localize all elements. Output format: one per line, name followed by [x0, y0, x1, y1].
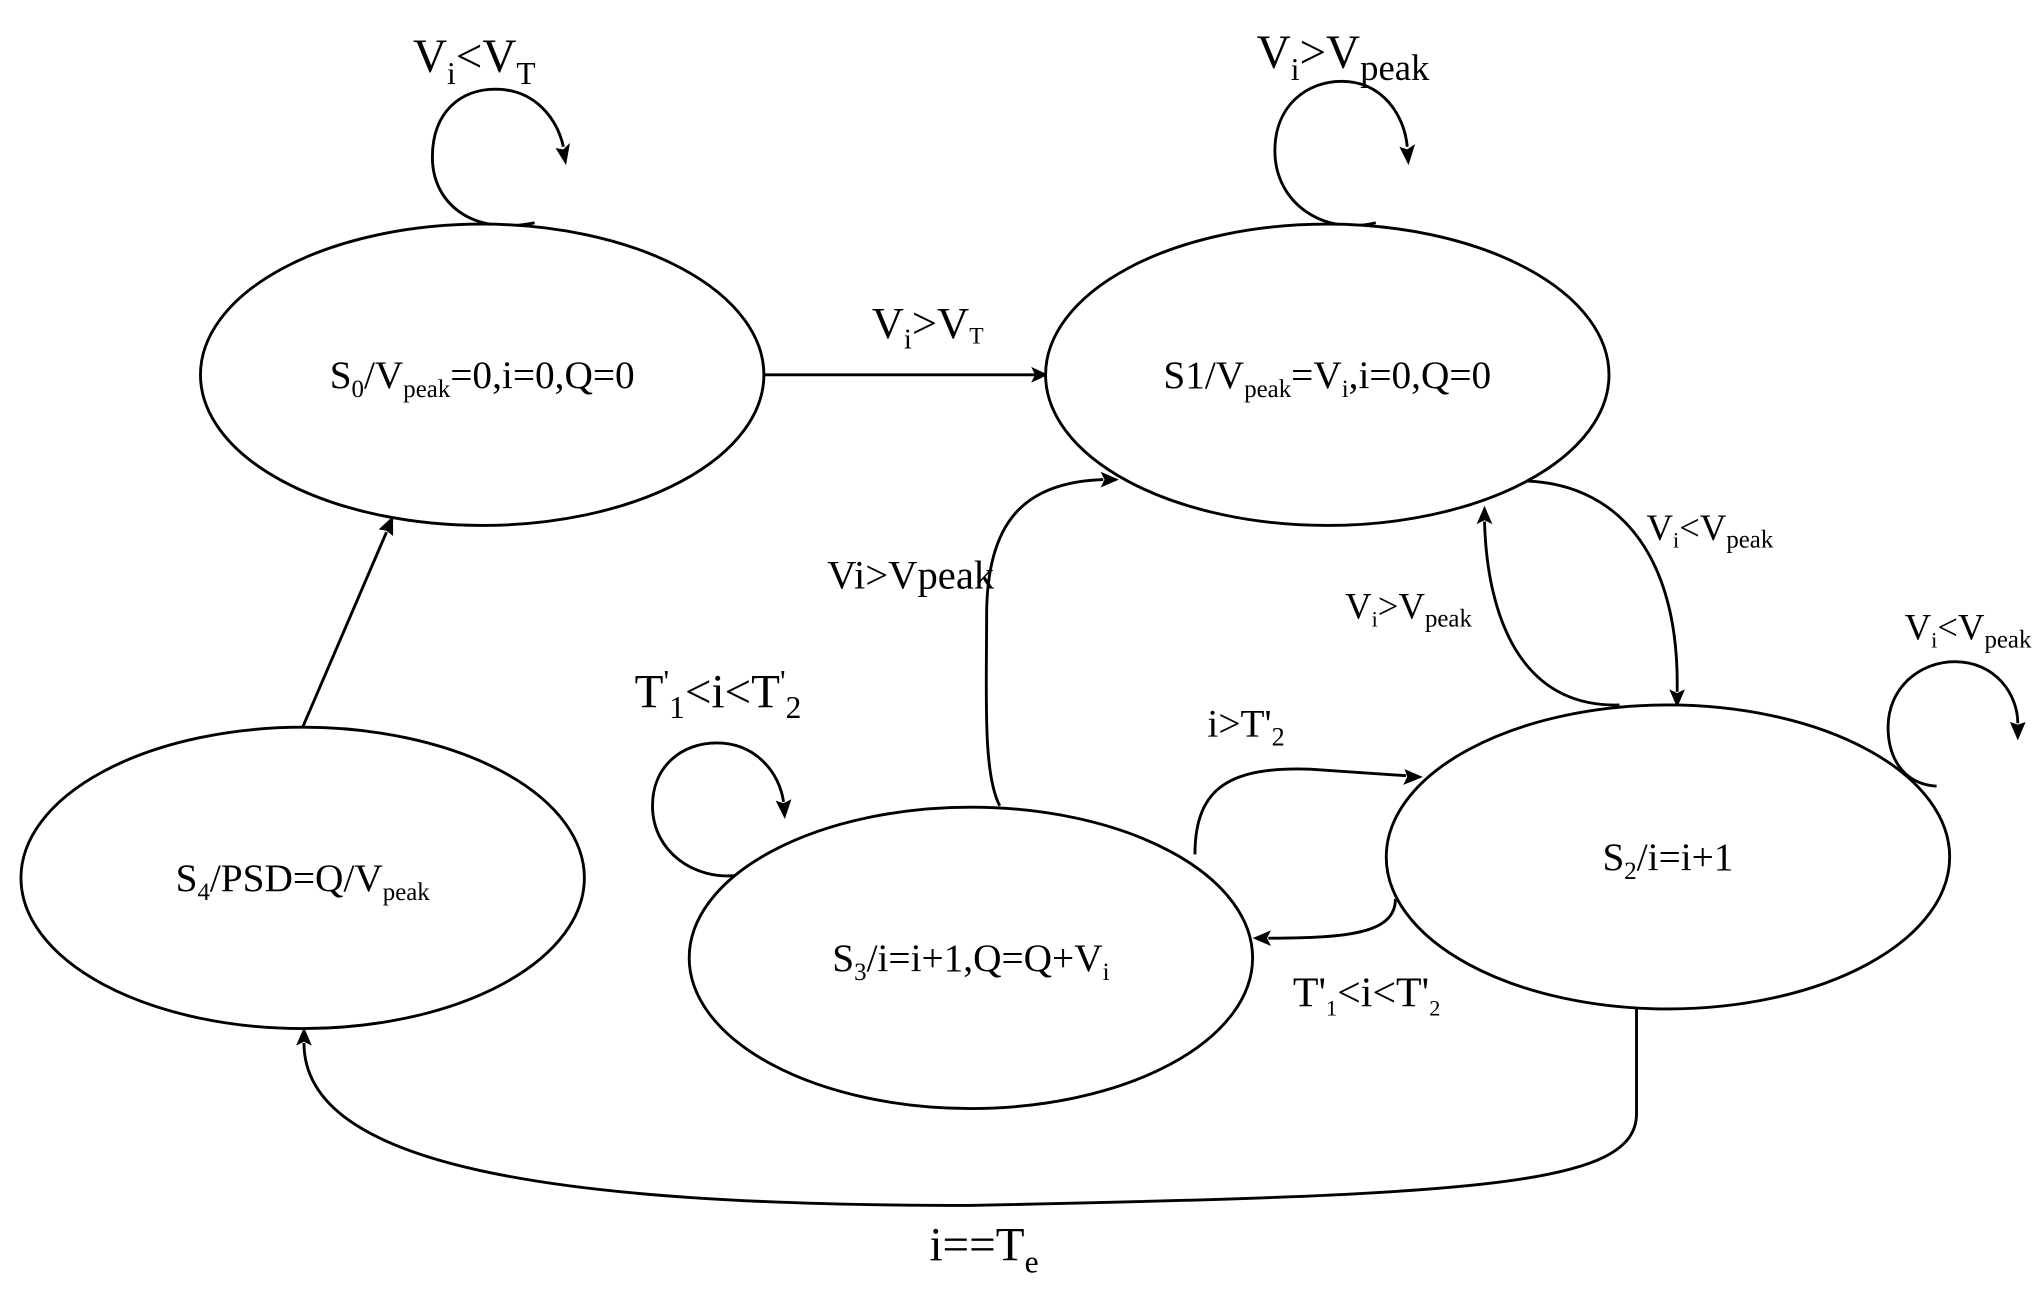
label-s0-self: Vi<VT [413, 31, 536, 91]
state-s3: S3/i=i+1,Q=Q+Vi [687, 805, 1255, 1110]
state-s4: S4/PSD=Q/Vpeak [19, 725, 586, 1031]
arrowhead-s4-s0 [378, 516, 394, 536]
arrowhead-s0-s1 [1031, 366, 1049, 383]
edge-s2-s3 [1268, 898, 1397, 940]
state-s2: S2/i=i+1 [1384, 703, 1952, 1011]
arrowhead-s2-s1 [1476, 505, 1493, 525]
state-s2-label: S2/i=i+1 [1602, 835, 1733, 885]
arrowhead-self-loop-s1 [1399, 144, 1416, 166]
self-loop-s3 [651, 741, 785, 878]
edge-s3-s2 [1193, 767, 1407, 855]
arrowhead-s3-s1 [1100, 471, 1119, 488]
state-s0: S0/Vpeak=0,i=0,Q=0 [199, 222, 766, 527]
state-s1: S1/Vpeak=Vi,i=0,Q=0 [1044, 222, 1611, 527]
arrowhead-self-loop-s3 [775, 799, 792, 819]
label-s0-s1: Vi>VT [872, 298, 984, 355]
label-s2-s1: Vi>Vpeak [1345, 585, 1472, 632]
state-s3-label: S3/i=i+1,Q=Q+Vi [832, 936, 1109, 986]
self-loop-s1 [1273, 79, 1409, 228]
arrowhead-s2-s4 [296, 1027, 312, 1046]
arrowhead-s2-s3 [1252, 930, 1271, 947]
arrowhead-s3-s2 [1403, 769, 1423, 785]
arrowhead-self-loop-s2 [2009, 721, 2026, 741]
label-s3-s2: i>T'2 [1207, 701, 1284, 751]
label-s2-s4: i==Te [929, 1220, 1038, 1280]
arrowhead-s1-s2 [1669, 689, 1685, 708]
edge-s4-s0 [301, 531, 388, 728]
edge-s3-s1 [984, 478, 1104, 807]
label-s3-self: T'1<i<T'2 [635, 664, 802, 725]
state-s4-label: S4/PSD=Q/Vpeak [176, 856, 431, 906]
arrowhead-self-loop-s0 [555, 142, 570, 166]
edge-s2-s1 [1483, 521, 1620, 707]
label-s2-self: Vi<Vpeak [1905, 606, 2032, 653]
edge-s1-s2 [1526, 479, 1679, 692]
state-s0-label: S0/Vpeak=0,i=0,Q=0 [330, 353, 635, 403]
label-s1-s2: Vi<Vpeak [1646, 507, 1773, 554]
label-s2-s3: T'1<i<T'2 [1293, 970, 1441, 1020]
self-loop-s0 [430, 87, 565, 228]
self-loop-s2 [1886, 660, 2020, 788]
label-s3-s1: Vi>Vpeak [827, 552, 995, 597]
label-s1-self: Vi>Vpeak [1257, 27, 1430, 88]
edge-s2-s4 [302, 1008, 1638, 1207]
state-s1-label: S1/Vpeak=Vi,i=0,Q=0 [1163, 353, 1491, 403]
